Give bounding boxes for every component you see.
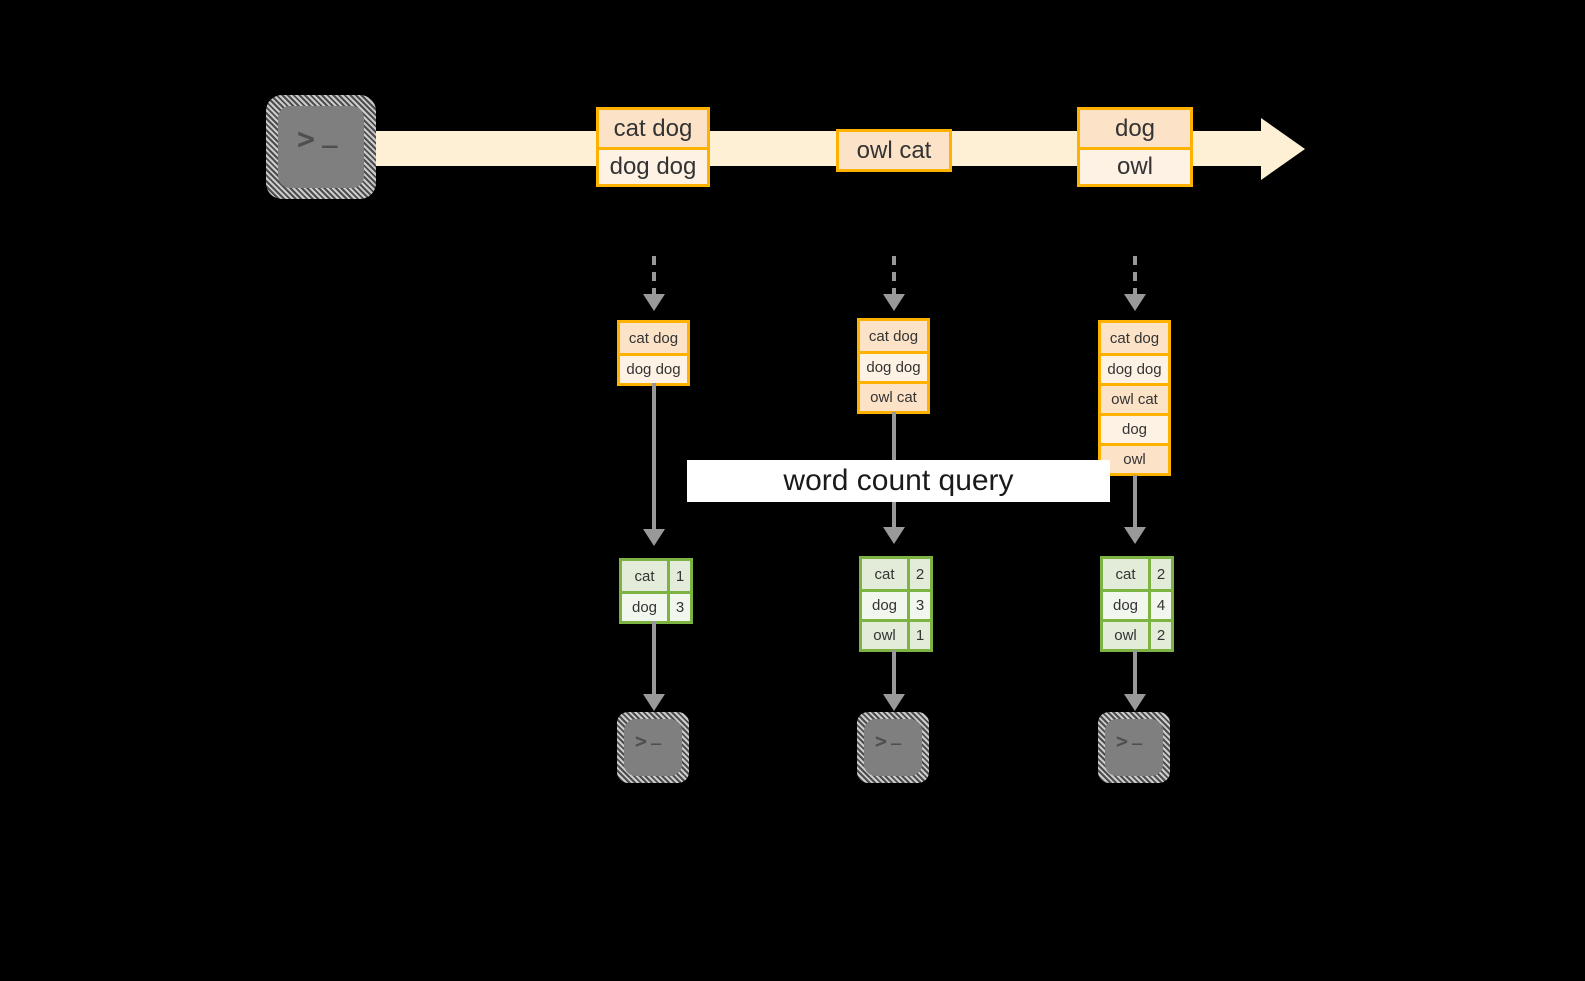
snapshot-3-tap-arrowhead <box>1124 294 1146 311</box>
snapshot-1-sink-line <box>652 621 656 694</box>
snapshot-2-input-table[interactable]: cat dog dog dog owl cat <box>857 318 930 414</box>
result-count: 2 <box>907 559 930 589</box>
terminal-prompt-mark: > <box>635 729 648 753</box>
record-line: dog <box>1080 110 1190 147</box>
table-row: owl 1 <box>862 619 930 649</box>
record-line: owl cat <box>839 132 949 169</box>
result-word: dog <box>1103 592 1148 619</box>
input-line: dog dog <box>860 351 927 381</box>
input-line: dog <box>1101 413 1168 443</box>
result-count: 3 <box>907 592 930 619</box>
terminal-cursor-glyph: _ <box>322 119 338 149</box>
terminal-prompt-mark: > <box>875 729 888 753</box>
result-word: cat <box>1103 559 1148 589</box>
stream-record-2[interactable]: owl cat <box>836 129 952 172</box>
result-count: 1 <box>907 622 930 649</box>
snapshot-1-tap-line <box>652 256 656 294</box>
input-line: owl <box>1101 443 1168 473</box>
stream-arrow-head <box>1261 118 1305 180</box>
source-terminal-icon[interactable]: > _ <box>266 95 376 199</box>
input-line: owl cat <box>860 381 927 411</box>
snapshot-1-query-line <box>652 383 656 529</box>
terminal-face <box>864 719 922 776</box>
terminal-prompt-mark: > <box>1116 729 1129 753</box>
snapshot-1-sink-arrowhead <box>643 694 665 711</box>
input-line: dog dog <box>620 353 687 383</box>
result-word: cat <box>862 559 907 589</box>
snapshot-2-sink-line <box>892 650 896 694</box>
result-count: 3 <box>667 594 690 621</box>
terminal-cursor-mark: _ <box>1132 726 1143 746</box>
result-word: dog <box>622 594 667 621</box>
snapshot-3-result-table[interactable]: cat 2 dog 4 owl 2 <box>1100 556 1174 652</box>
input-line: cat dog <box>860 321 927 351</box>
table-row: cat 1 <box>622 561 690 591</box>
snapshot-2-result-table[interactable]: cat 2 dog 3 owl 1 <box>859 556 933 652</box>
terminal-face <box>1105 719 1163 776</box>
table-row: owl 2 <box>1103 619 1171 649</box>
stream-record-1[interactable]: cat dog dog dog <box>596 107 710 187</box>
snapshot-1-input-table[interactable]: cat dog dog dog <box>617 320 690 386</box>
snapshot-2-sink-terminal-icon[interactable]: > _ <box>857 712 929 783</box>
input-line: owl cat <box>1101 383 1168 413</box>
record-line: owl <box>1080 147 1190 184</box>
snapshot-2-sink-arrowhead <box>883 694 905 711</box>
snapshot-2-tap-arrowhead <box>883 294 905 311</box>
snapshot-3-query-arrowhead <box>1124 527 1146 544</box>
result-word: dog <box>862 592 907 619</box>
input-line: cat dog <box>1101 323 1168 353</box>
snapshot-3-input-table[interactable]: cat dog dog dog owl cat dog owl <box>1098 320 1171 476</box>
snapshot-3-tap-line <box>1133 256 1137 294</box>
record-line: dog dog <box>599 147 707 184</box>
terminal-face <box>278 106 364 188</box>
record-line: cat dog <box>599 110 707 147</box>
result-count: 4 <box>1148 592 1171 619</box>
snapshot-2-query-arrowhead <box>883 527 905 544</box>
result-word: owl <box>1103 622 1148 649</box>
table-row: dog 3 <box>862 589 930 619</box>
snapshot-1-query-arrowhead <box>643 529 665 546</box>
table-row: dog 3 <box>622 591 690 621</box>
table-row: cat 2 <box>1103 559 1171 589</box>
terminal-prompt-glyph: > <box>297 122 316 157</box>
result-word: owl <box>862 622 907 649</box>
snapshot-3-sink-terminal-icon[interactable]: > _ <box>1098 712 1170 783</box>
stream-record-3[interactable]: dog owl <box>1077 107 1193 187</box>
result-count: 2 <box>1148 559 1171 589</box>
table-row: cat 2 <box>862 559 930 589</box>
snapshot-3-query-line <box>1133 475 1137 527</box>
snapshot-3-sink-line <box>1133 650 1137 694</box>
terminal-face <box>624 719 682 776</box>
snapshot-2-tap-line <box>892 256 896 294</box>
terminal-cursor-mark: _ <box>891 726 902 746</box>
table-row: dog 4 <box>1103 589 1171 619</box>
result-count: 1 <box>667 561 690 591</box>
snapshot-1-sink-terminal-icon[interactable]: terminal-icon > _ <box>617 712 689 783</box>
result-count: 2 <box>1148 622 1171 649</box>
snapshot-1-tap-arrowhead <box>643 294 665 311</box>
query-label: word count query <box>687 460 1110 502</box>
terminal-cursor-mark: _ <box>651 726 662 746</box>
result-word: cat <box>622 561 667 591</box>
input-line: cat dog <box>620 323 687 353</box>
snapshot-3-sink-arrowhead <box>1124 694 1146 711</box>
input-line: dog dog <box>1101 353 1168 383</box>
snapshot-1-result-table[interactable]: cat 1 dog 3 <box>619 558 693 624</box>
